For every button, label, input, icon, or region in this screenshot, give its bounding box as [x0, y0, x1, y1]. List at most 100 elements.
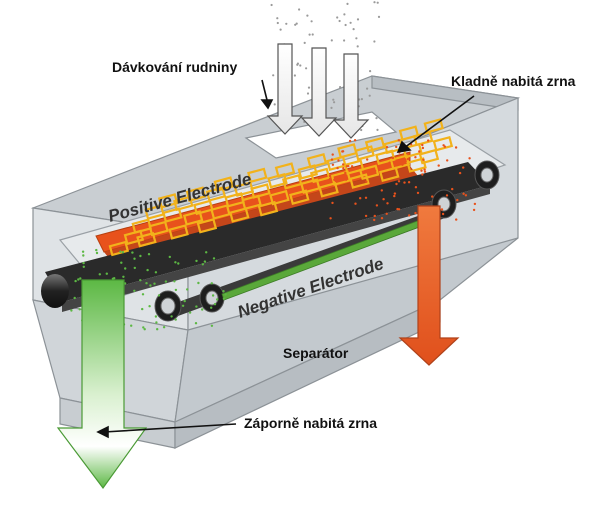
negative-particle [186, 288, 189, 291]
negative-particle [201, 263, 204, 266]
negative-particle [139, 254, 142, 258]
positive-particle [353, 139, 357, 142]
feed-particle [296, 63, 299, 66]
particle-frame [289, 189, 310, 205]
negative-particle [98, 273, 102, 276]
positive-particle [407, 181, 411, 184]
negative-particle [141, 293, 145, 296]
negative-particle [205, 251, 208, 254]
particle-frame [210, 204, 231, 220]
feed-particle [270, 3, 273, 7]
positive-particle [462, 192, 465, 195]
positive-particle [359, 197, 362, 200]
negative-particle [78, 308, 81, 311]
positive-particle-dots [328, 139, 477, 222]
negative-particle [170, 315, 173, 318]
positive-particle [393, 192, 397, 195]
particle-frame [309, 167, 331, 184]
negative-particle [77, 278, 80, 281]
positive-particle [420, 169, 423, 172]
negative-particle [79, 277, 82, 280]
particle-frame [358, 164, 380, 181]
negative-particle [174, 318, 177, 321]
feed-particle [360, 98, 363, 101]
positive-particle [408, 214, 411, 217]
negative-particle [82, 254, 85, 257]
particle-frame [123, 229, 145, 246]
positive-particle [446, 159, 449, 162]
particle-frame [157, 193, 179, 209]
positive-particle [397, 139, 400, 142]
positive-particle [342, 174, 345, 177]
particle-frame [148, 220, 169, 237]
negative-particle [222, 297, 226, 300]
negative-particle [174, 261, 177, 264]
particle-frame [343, 159, 365, 175]
negative-particle [162, 326, 166, 329]
particle-frame [168, 224, 189, 240]
particle-frame [418, 148, 440, 165]
feed-particle [336, 16, 339, 19]
feed-particle [343, 13, 346, 16]
negative-particle [210, 282, 213, 285]
feed-particle [308, 33, 311, 36]
negative-particle [216, 298, 219, 301]
negative-particle [146, 268, 149, 272]
particle-frame [398, 125, 420, 141]
positive-particle [472, 208, 476, 212]
feed-particle [294, 23, 297, 26]
feed-particle [332, 98, 335, 101]
negative-particle [82, 265, 86, 268]
positive-particle [391, 156, 395, 160]
particle-frame [297, 164, 319, 180]
left-roller [41, 274, 225, 322]
feed-label: Dávkování rudniny [112, 59, 237, 75]
negative-particle [95, 248, 98, 252]
positive-particle [385, 212, 388, 215]
positive-particle [455, 218, 458, 221]
negative-particle [168, 255, 171, 259]
positive-particle [348, 139, 352, 143]
positive-particle [380, 217, 384, 220]
positive-particle [468, 157, 471, 160]
feed-particle [272, 74, 275, 77]
positive-particle [329, 217, 332, 220]
negative-particle [173, 280, 176, 283]
negative-particle [119, 250, 122, 253]
negative-particle [194, 322, 198, 325]
feed-particle [376, 128, 379, 131]
positive-particle [342, 163, 345, 166]
particle-frame [185, 186, 207, 202]
positive-particle [330, 158, 334, 161]
particle-frame [402, 142, 423, 159]
feed-particle [295, 22, 298, 25]
negative-particle [183, 299, 186, 303]
negative-particle [153, 282, 156, 285]
particle-frame [213, 176, 235, 192]
negative-particle [120, 261, 123, 264]
positive-particle [423, 168, 426, 171]
feed-particle [368, 94, 371, 97]
particle-frame [269, 189, 290, 206]
negative-particle [195, 259, 198, 263]
particle-frame [300, 178, 321, 194]
positive-particle [423, 170, 427, 173]
negative-particle [224, 293, 227, 296]
positive-particle [373, 218, 376, 222]
negative-particle [213, 303, 217, 306]
positive-particle [350, 165, 354, 168]
positive-particle [388, 161, 391, 164]
particle-frame [364, 136, 386, 153]
feed-particle [293, 74, 296, 77]
positive-particle [406, 157, 410, 161]
negative-particle [197, 281, 200, 285]
negative-particle [81, 250, 85, 253]
negative-particle [149, 284, 152, 287]
positive-particle [473, 202, 477, 206]
positive-particle [395, 145, 398, 149]
feed-particle [344, 23, 347, 27]
positive-particle [464, 194, 468, 197]
positive-particle [398, 158, 401, 162]
positive-particle [354, 202, 357, 205]
positive-particle [342, 167, 345, 170]
